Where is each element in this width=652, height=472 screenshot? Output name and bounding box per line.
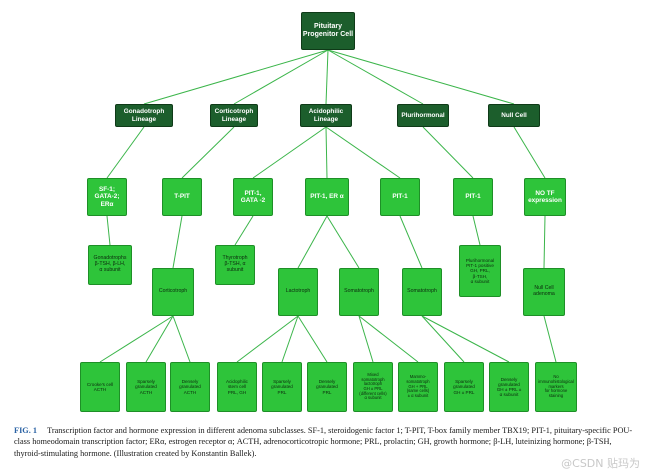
node-nullcell: Null Cell adenoma	[523, 268, 565, 316]
connector-line	[326, 215, 360, 269]
connector-line	[421, 315, 465, 363]
connector-line	[399, 215, 423, 269]
node-tf_tpit: T-PIT	[162, 178, 202, 216]
caption-text: Transcription factor and hormone express…	[14, 426, 633, 458]
node-dense_acth: Densely granulated ACTH	[170, 362, 210, 412]
connector-line	[281, 315, 299, 363]
connector-line	[106, 126, 145, 179]
connector-line	[358, 315, 419, 363]
node-sparse_acth: Sparsely granulated ACTH	[126, 362, 166, 412]
connector-line	[233, 49, 329, 105]
connector-line	[236, 315, 299, 363]
connector-line	[543, 315, 557, 363]
connector-line	[99, 315, 174, 363]
node-no_stain: No immunohistological markers for hormon…	[535, 362, 577, 412]
connector-line	[513, 126, 546, 179]
connector-line	[172, 315, 191, 363]
node-acid_lin: Acidophilic Lineage	[300, 104, 352, 127]
node-mammo: Mammo- somatotroph GH + PRL (same cells)…	[398, 362, 438, 412]
connector-line	[325, 126, 401, 179]
node-mixed: Mixed somatotroph lactotroph GH ± PRL (d…	[353, 362, 393, 412]
node-thyrotroph: Thyrotroph β-TSH, α subunit	[215, 245, 255, 285]
node-null: Null Cell	[488, 104, 540, 127]
connector-line	[422, 126, 474, 179]
node-cort_lin: Corticotroph Lineage	[210, 104, 258, 127]
connector-line	[327, 49, 424, 105]
node-somatotroph2: Somatotroph	[402, 268, 442, 316]
connector-line	[297, 215, 328, 269]
connector-line	[143, 49, 329, 105]
connector-line	[325, 49, 329, 105]
watermark: @CSDN 贴玛为	[561, 455, 640, 471]
node-tf_pit1_er: PIT-1, ER α	[305, 178, 349, 216]
connector-line	[325, 126, 328, 179]
connector-line	[172, 215, 183, 269]
node-somatotroph1: Somatotroph	[339, 268, 379, 316]
node-tf_pit1_gata2: PIT-1, GATA -2	[233, 178, 273, 216]
connector-line	[145, 315, 174, 363]
connector-lines	[99, 49, 557, 363]
node-gon_lin: Gonadotroph Lineage	[115, 104, 173, 127]
node-tf_pit1_a: PIT-1	[380, 178, 420, 216]
node-sparse_gh: Sparsely granulated GH ± PRL	[444, 362, 484, 412]
node-corticotroph: Corticotroph	[152, 268, 194, 316]
connector-line	[472, 215, 481, 246]
node-ppc: Pituitary Progenitor Cell	[301, 12, 355, 50]
node-tf_none: NO TF expression	[524, 178, 566, 216]
node-tf_sf1: SF-1; GATA-2; ERα	[87, 178, 127, 216]
node-tf_pit1_b: PIT-1	[453, 178, 493, 216]
node-sparse_prl: Sparsely granulated PRL	[262, 362, 302, 412]
node-pluri_pit1: Plurihormonal PIT-1 positive GH, PRL, β-…	[459, 245, 501, 297]
node-dense_prl: Densely granulated PRL	[307, 362, 347, 412]
node-pluri: Plurihormonal	[397, 104, 449, 127]
figure-label: FIG. 1	[14, 426, 38, 435]
connector-line	[327, 49, 515, 105]
node-lactotroph: Lactotroph	[278, 268, 318, 316]
connector-line	[252, 126, 327, 179]
node-acidophil_stem: Acidophilic stem cell PRL, GH	[217, 362, 257, 412]
connector-line	[181, 126, 235, 179]
connector-line	[297, 315, 328, 363]
connector-line	[234, 215, 254, 246]
connector-line	[543, 215, 546, 269]
node-crooke: Crooke's cell ACTH	[80, 362, 120, 412]
node-gonadotrophs: Gonadotrophs β-TSH, β-LH, α subunit	[88, 245, 132, 285]
connector-line	[421, 315, 510, 363]
node-dense_gh: Densely granulated GH ± PRL ± α subunit	[489, 362, 529, 412]
connector-line	[106, 215, 111, 246]
connector-line	[358, 315, 374, 363]
